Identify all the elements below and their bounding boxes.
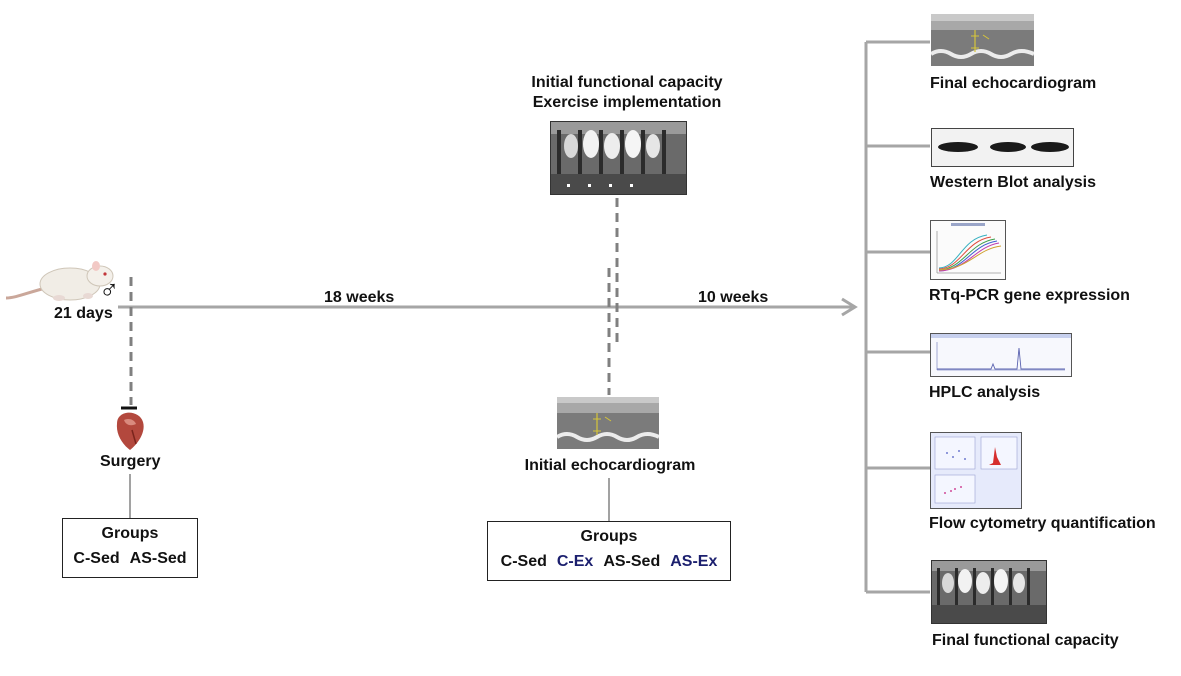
- rtq-pcr-image: [930, 220, 1006, 280]
- group-as-sed: AS-Sed: [603, 553, 661, 570]
- initial-capacity-line1: Initial functional capacity: [531, 74, 723, 91]
- outcome-rtq-pcr: RTq-PCR gene expression: [929, 287, 1130, 304]
- outcome-final-echo: Final echocardiogram: [930, 75, 1097, 92]
- initial-echo-image: [557, 397, 659, 449]
- hplc-image: [930, 333, 1072, 377]
- surgery-groups-box: Groups C-Sed AS-Sed: [62, 518, 198, 578]
- period2-label: 10 weeks: [698, 289, 769, 306]
- surgery-groups-title: Groups: [101, 525, 159, 542]
- male-symbol-icon: ♂: [99, 275, 120, 305]
- group-c-ex: C-Ex: [556, 553, 594, 570]
- outcome-flow-cytometry: Flow cytometry quantification: [929, 515, 1156, 532]
- flow-cytometry-image: [930, 432, 1022, 509]
- initial-capacity-line2: Exercise implementation: [532, 94, 722, 111]
- group-c-sed: C-Sed: [500, 553, 547, 570]
- final-treadmill-image: [931, 560, 1047, 624]
- heart-icon: [112, 410, 148, 452]
- outcome-hplc: HPLC analysis: [929, 384, 1041, 401]
- group-c-sed: C-Sed: [73, 550, 120, 567]
- initial-capacity-title: Initial functional capacity Exercise imp…: [500, 73, 754, 113]
- timeline-arrowhead: [841, 297, 858, 317]
- outcome-western-blot: Western Blot analysis: [930, 174, 1096, 191]
- initial-echo-label: Initial echocardiogram: [524, 457, 696, 474]
- period1-label: 18 weeks: [324, 289, 395, 306]
- initial-groups-box: Groups C-Sed C-Ex AS-Sed AS-Ex: [487, 521, 731, 581]
- group-as-ex: AS-Ex: [670, 553, 718, 570]
- treadmill-image: [550, 121, 687, 195]
- final-echo-image: [931, 14, 1034, 66]
- outcome-final-capacity: Final functional capacity: [932, 632, 1119, 649]
- start-age-label: 21 days: [54, 305, 113, 322]
- group-as-sed: AS-Sed: [129, 550, 187, 567]
- surgery-label: Surgery: [100, 453, 161, 470]
- western-blot-image: [931, 128, 1074, 167]
- rat-icon: [4, 258, 124, 306]
- initial-groups-title: Groups: [580, 528, 638, 545]
